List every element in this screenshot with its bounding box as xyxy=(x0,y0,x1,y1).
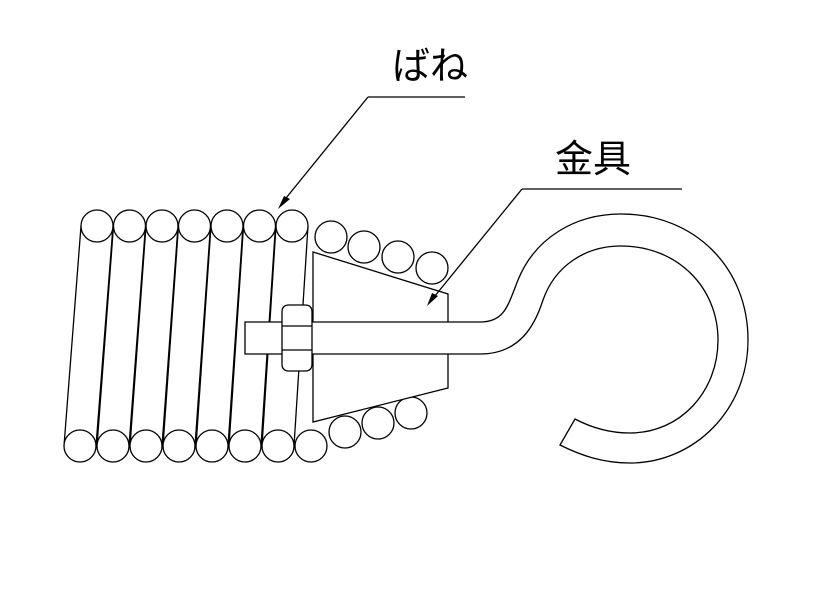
taper-coil-top xyxy=(381,240,415,274)
coil-top-section xyxy=(242,209,277,243)
coil-top-section xyxy=(145,209,179,243)
coil-bottom-section xyxy=(63,429,97,463)
coil-bottom-section xyxy=(261,429,295,463)
coil-wire-front xyxy=(129,225,147,447)
label-spring: ばね xyxy=(392,44,468,88)
coil-top-section xyxy=(210,209,244,243)
hex-nut xyxy=(281,304,313,372)
coil-top-section xyxy=(275,209,309,243)
leader-fitting xyxy=(427,188,682,306)
coil-bottom-section xyxy=(129,429,163,463)
coil-bottom-section xyxy=(96,429,130,463)
coil-bottom-section xyxy=(162,429,196,463)
hook-fitting xyxy=(244,213,749,464)
coil-wire-front xyxy=(162,225,180,447)
taper-coil-top xyxy=(415,251,449,285)
spring-tapered-coil xyxy=(314,220,449,449)
taper-coil-bottom xyxy=(328,415,362,449)
hook-rod xyxy=(244,213,749,464)
taper-coil-top xyxy=(347,230,381,264)
coil-bottom-section xyxy=(228,429,262,463)
leader-spring xyxy=(278,96,465,209)
label-fitting: 金具 xyxy=(555,137,631,181)
coil-wire-front xyxy=(96,225,115,447)
coil-bottom-section xyxy=(195,429,229,463)
coil-wire-front xyxy=(228,225,245,447)
taper-coil-top xyxy=(314,220,348,254)
coil-wire-front xyxy=(195,225,212,447)
coil-top-section xyxy=(177,209,212,243)
coil-top-section xyxy=(112,209,147,243)
coil-top-section xyxy=(80,209,114,243)
coil-bottom-section xyxy=(294,429,328,463)
taper-coil-bottom xyxy=(394,396,428,430)
coil-wire-front xyxy=(63,225,82,447)
taper-coil-bottom xyxy=(361,406,395,440)
